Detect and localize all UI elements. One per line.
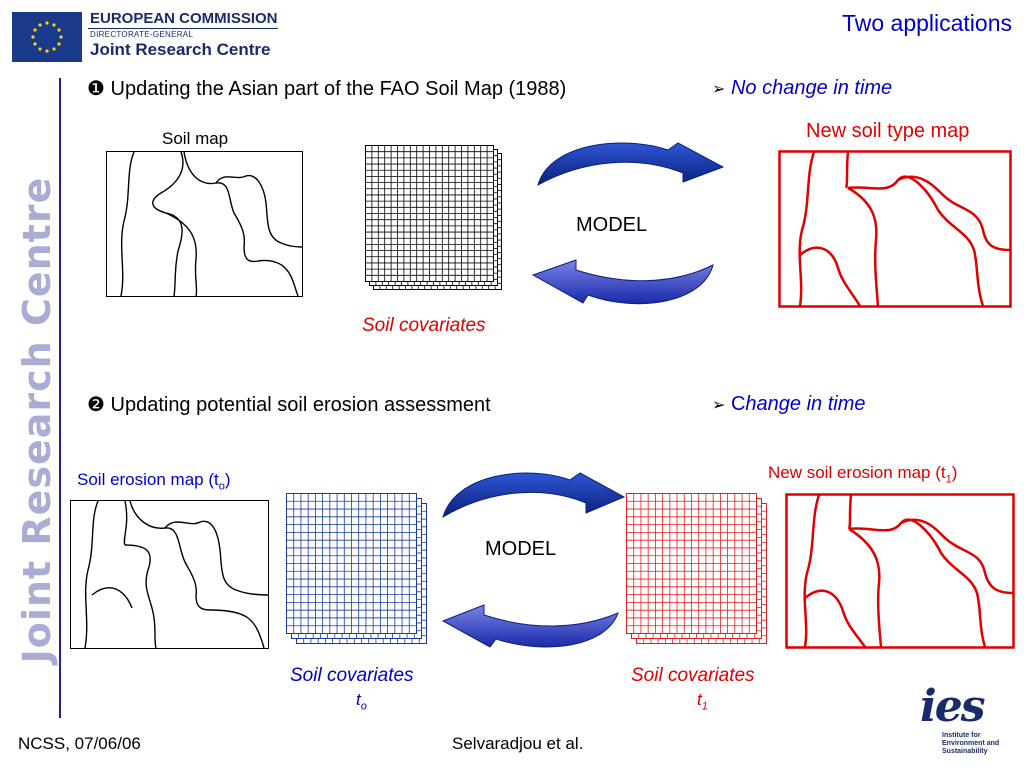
new-soil-erosion-map-diagram [785, 493, 1015, 649]
slide-title: Two applications [841, 10, 1012, 36]
model-label-2: MODEL [485, 538, 557, 560]
model-cycle-arrows-2 [441, 472, 626, 648]
soil-covariates-t1-label: Soil covariates [631, 665, 755, 686]
footer-center: Selvaradjou et al. [452, 734, 584, 753]
sidebar-text: Joint Research Centre [15, 176, 59, 664]
section2-note: ➢ Change in time [712, 393, 866, 416]
footer-left: NCSS, 07/06/06 [18, 734, 141, 753]
arrow-right-icon [537, 142, 725, 187]
logo-org: Joint Research Centre [90, 40, 271, 59]
ies-logo-text: ies [920, 681, 985, 732]
section1-note: ➢ No change in time [712, 77, 892, 100]
new-soil-erosion-map-label: New soil erosion map (t1) [768, 463, 958, 486]
soil-covariates-t1-grid [626, 493, 767, 644]
sidebar-divider [59, 78, 61, 718]
soil-covariates-t0-grid [286, 493, 427, 644]
eu-flag-logo [12, 12, 82, 62]
section2-note-text: hange in time [745, 393, 866, 415]
soil-erosion-map-diagram [70, 500, 269, 649]
section2-note-first: C [730, 393, 746, 415]
eu-stars-icon [31, 21, 63, 53]
section2-heading: ❷ Updating potential soil erosion assess… [87, 394, 491, 417]
new-soil-map-label: New soil type map [806, 120, 970, 142]
soil-map-diagram [106, 151, 303, 297]
arrow-left-icon [441, 604, 619, 648]
new-soil-map-diagram [778, 150, 1012, 308]
soil-covariates-grid [365, 145, 502, 290]
bullet-two-icon: ❷ [87, 394, 105, 416]
model-cycle-arrows [531, 142, 725, 305]
section1-heading-text: Updating the Asian part of the FAO Soil … [110, 78, 567, 100]
ies-logo-caption: Institute for Environment and Sustainabi… [942, 732, 1000, 755]
section1-heading: ❶ Updating the Asian part of the FAO Soi… [87, 78, 566, 101]
arrow-right-icon [442, 472, 626, 519]
model-label: MODEL [576, 214, 648, 236]
soil-covariates-label: Soil covariates [362, 315, 486, 336]
section2-heading-text: Updating potential soil erosion assessme… [110, 394, 491, 416]
arrow-bullet-icon: ➢ [712, 81, 726, 98]
logo-subtitle: DIRECTORATE-GENERAL [90, 30, 194, 39]
soil-covariates-t0-label: Soil covariates [290, 665, 414, 686]
soil-map-label: Soil map [162, 129, 229, 148]
soil-covariates-t0-time: to [356, 690, 367, 713]
logo-title: EUROPEAN COMMISSION [90, 10, 278, 27]
arrow-left-icon [531, 259, 714, 305]
bullet-one-icon: ❶ [87, 78, 105, 100]
arrow-bullet-icon: ➢ [712, 397, 726, 414]
ies-logo: ies Institute for Environment and Sustai… [918, 681, 1013, 762]
section1-note-text: No change in time [730, 77, 893, 99]
soil-covariates-t1-time: t1 [697, 690, 708, 713]
logo-divider [88, 28, 278, 29]
soil-erosion-map-label: Soil erosion map (to) [77, 470, 231, 493]
